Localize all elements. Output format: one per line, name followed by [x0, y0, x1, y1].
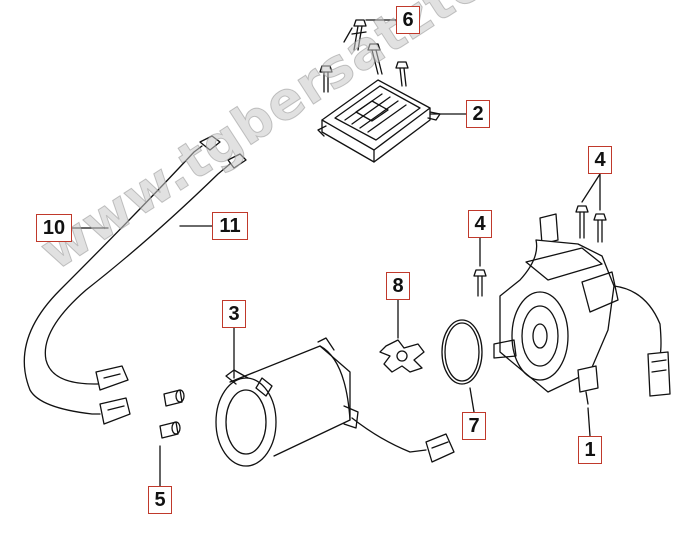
callout-5: 5 — [148, 486, 172, 514]
callout-3: 3 — [222, 300, 246, 328]
callout-6: 6 — [396, 6, 420, 34]
bolts-part-6 — [319, 19, 409, 93]
o-ring-part-7 — [441, 319, 483, 385]
callout-2: 2 — [466, 100, 490, 128]
control-unit-part — [317, 79, 441, 163]
wire-harnesses — [23, 135, 247, 425]
bolts-part-4 — [473, 205, 607, 297]
motor-part-3 — [215, 337, 455, 467]
gearbox-part-1 — [493, 213, 671, 405]
coupling-part-8 — [379, 339, 425, 373]
leader-lines — [71, 19, 601, 487]
sensors-part-5 — [159, 389, 185, 439]
callout-11: 11 — [212, 212, 248, 240]
callout-10: 10 — [36, 214, 72, 242]
callout-1: 1 — [578, 436, 602, 464]
callout-8: 8 — [386, 272, 410, 300]
callout-4-top: 4 — [588, 146, 612, 174]
callout-4-left: 4 — [468, 210, 492, 238]
callout-7: 7 — [462, 412, 486, 440]
